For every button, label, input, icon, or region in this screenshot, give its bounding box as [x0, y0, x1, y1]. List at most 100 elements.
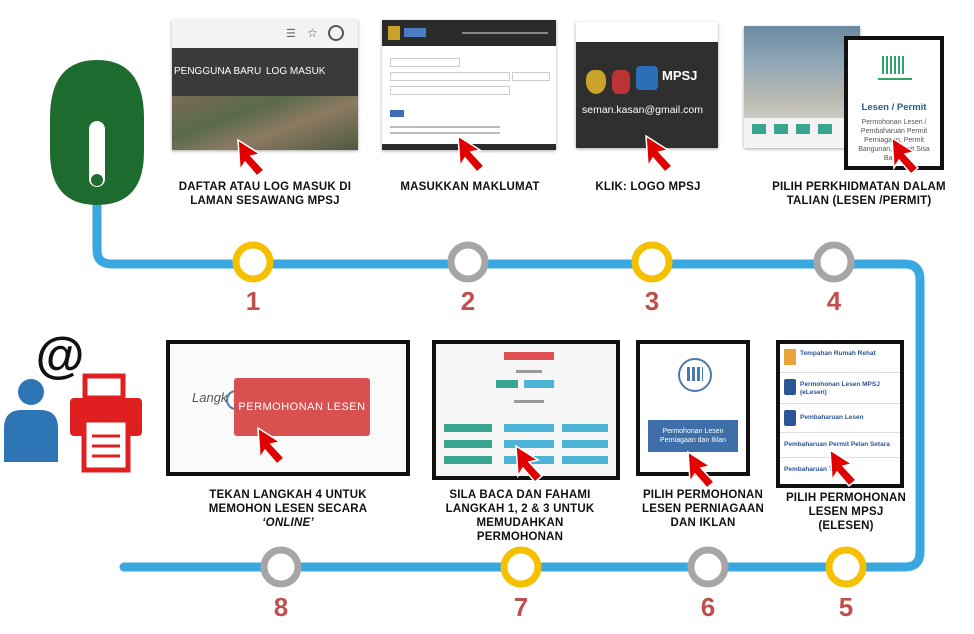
list-item-label: Pembaharuan Lesen	[800, 414, 864, 421]
step-7-number: 7	[513, 592, 529, 622]
step-5-ring	[825, 546, 867, 588]
flow-node	[496, 380, 518, 388]
person-icon	[4, 379, 58, 462]
flow-label	[516, 370, 542, 373]
list-item-label: Permohonan Lesen MPSJ (eLesen)	[800, 381, 880, 396]
step-6-screenshot: Permohonan Lesen Perniagaan dan Iklan	[636, 340, 750, 476]
form-field[interactable]	[390, 86, 510, 95]
step-2-screenshot	[382, 20, 556, 150]
site-menu-bar: PENGGUNA BARU LOG MASUK	[172, 48, 358, 96]
panel-title: Lesen / Permit	[861, 102, 927, 113]
flow-node	[504, 440, 554, 448]
flow-node	[504, 352, 554, 360]
form-note	[390, 132, 500, 134]
list-item-label: Pembaharuan Permit Pelan Setara	[784, 441, 890, 448]
mpsj-logo-mark[interactable]	[636, 66, 658, 90]
list-item[interactable]: Pembaharuan Telco	[780, 458, 900, 482]
portal-footer	[382, 144, 556, 150]
lesen-permit-panel[interactable]: Lesen / Permit Permohonan Lesen / Pembah…	[844, 36, 944, 170]
step-5-screenshot: Tempahan Rumah Rehat Permohonan Lesen MP…	[776, 340, 904, 488]
state-crest-logo	[586, 70, 606, 94]
step-7-screenshot	[432, 340, 620, 480]
step-3-screenshot: MPSJ seman.kasan@gmail.com	[576, 22, 718, 148]
service-tile-icon[interactable]	[752, 124, 766, 134]
list-item[interactable]: Pembaharuan Lesen	[780, 404, 900, 433]
step-4-number: 4	[826, 286, 842, 316]
step-5-number: 5	[838, 592, 854, 622]
step-4-ring	[813, 241, 855, 283]
flow-node	[562, 440, 608, 448]
submit-button[interactable]	[390, 110, 404, 117]
service-tile-icon[interactable]	[796, 124, 810, 134]
form-note	[390, 126, 500, 128]
header-nav	[462, 32, 548, 34]
timeline-track	[92, 195, 925, 572]
form-field[interactable]	[390, 58, 460, 67]
crest-logo	[388, 26, 400, 40]
flow-node	[444, 424, 492, 432]
service-tiles	[744, 118, 860, 148]
step-1-ring	[232, 241, 274, 283]
step-8-screenshot: Langkah 4 PERMOHONAN LESEN	[166, 340, 410, 476]
council-crest-logo	[612, 70, 630, 94]
browser-toolbar: ☰ ☆	[172, 20, 358, 49]
menu-register-link[interactable]: PENGGUNA BARU	[174, 66, 262, 77]
service-tile-icon[interactable]	[774, 124, 788, 134]
step-8-number: 8	[273, 592, 289, 622]
list-item[interactable]: Pembaharuan Permit Pelan Setara	[780, 433, 900, 458]
shop-awning	[687, 367, 703, 381]
barcode-icon	[882, 56, 906, 74]
step-2-caption: MASUKKAN MAKLUMAT	[400, 181, 540, 193]
service-tile-icon[interactable]	[818, 124, 832, 134]
license-icon	[784, 410, 796, 426]
account-icon	[328, 25, 344, 41]
step-3-number: 3	[644, 286, 660, 316]
step-6-number: 6	[700, 592, 716, 622]
flow-node	[562, 456, 608, 464]
license-icon	[784, 379, 796, 395]
portal-header-dark	[576, 42, 718, 148]
star-icon: ☆	[307, 26, 318, 40]
list-item-label: Pembaharuan Telco	[784, 466, 846, 473]
apply-license-button[interactable]: PERMOHONAN LESEN	[234, 378, 370, 436]
form-field[interactable]	[390, 72, 510, 81]
at-sign-icon: @	[36, 327, 85, 383]
user-email: seman.kasan@gmail.com	[582, 104, 703, 116]
form-field[interactable]	[512, 72, 550, 81]
translate-icon: ☰	[286, 28, 296, 40]
step-2-ring	[447, 241, 489, 283]
menu-login-link[interactable]: LOG MASUK	[266, 66, 326, 77]
mpsj-logo-text[interactable]: MPSJ	[662, 68, 698, 83]
computer-mouse-icon	[50, 60, 144, 205]
apply-business-license-button[interactable]: Permohonan Lesen Perniagaan dan Iklan	[648, 420, 738, 452]
list-item-label: Tempahan Rumah Rehat	[800, 350, 876, 357]
step-3-ring	[631, 241, 673, 283]
portal-header	[382, 20, 556, 46]
house-icon	[784, 349, 796, 365]
step-4-screenshot	[744, 26, 860, 148]
flow-node	[562, 424, 608, 432]
flow-node	[504, 456, 554, 464]
flow-label	[514, 400, 544, 403]
step-1-number: 1	[245, 286, 261, 316]
step-7-ring	[500, 546, 542, 588]
portal-logo	[404, 28, 426, 37]
flow-node	[444, 440, 492, 448]
list-item[interactable]: Tempahan Rumah Rehat	[780, 344, 900, 373]
panel-divider	[878, 78, 912, 80]
flow-node	[444, 456, 492, 464]
panel-text: Permohonan Lesen / Pembaharuan Permit Pe…	[858, 119, 930, 162]
flow-node	[524, 380, 554, 388]
aerial-photo	[172, 96, 358, 150]
svg-text:@: @	[36, 327, 85, 383]
list-item[interactable]: Permohonan Lesen MPSJ (eLesen)	[780, 373, 900, 404]
flow-node	[504, 424, 554, 432]
printer-icon	[70, 373, 142, 473]
